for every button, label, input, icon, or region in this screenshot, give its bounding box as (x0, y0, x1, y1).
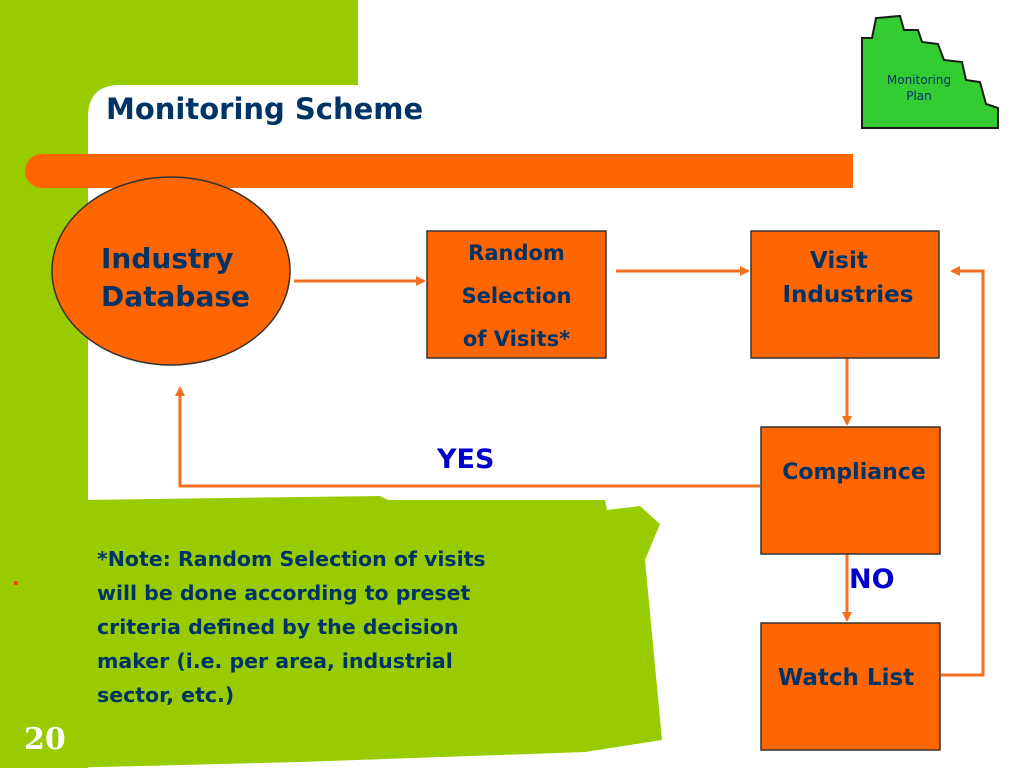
note-line4: maker (i.e. per area, industrial (97, 649, 453, 673)
arrow-watchlist-to-visit (941, 266, 985, 677)
green-note-panel (60, 496, 662, 768)
compliance-label: Compliance (782, 460, 926, 485)
bullet-dot: . (12, 566, 20, 590)
tab-label-line1: Monitoring (886, 73, 952, 87)
industry-database-node (51, 176, 291, 366)
random-selection-label: Random Selection of Visits* (427, 228, 606, 365)
note-line3: criteria defined by the decision (97, 615, 459, 639)
watch-list-node (760, 622, 941, 751)
random-selection-node (426, 230, 607, 359)
compliance-node (760, 426, 941, 555)
industry-database-line2: Database (101, 280, 251, 313)
slide-number: 20 (24, 722, 66, 757)
note-line5: sector, etc.) (97, 683, 235, 707)
monitoring-plan-tab-label: Monitoring Plan (870, 72, 968, 104)
visit-industries-node (750, 230, 940, 359)
monitoring-plan-tab-shape (861, 14, 999, 129)
tab-label-line2: Plan (906, 89, 932, 103)
yes-edge-label: YES (437, 444, 495, 475)
random-selection-line2: Selection (461, 284, 572, 308)
industry-database-label: Industry Database (101, 240, 250, 316)
orange-header-bar (25, 154, 853, 188)
arrow-compliance-yes-to-database (175, 386, 760, 488)
visit-industries-label: Visit Industries (764, 244, 932, 312)
random-selection-line1: Random (468, 241, 565, 265)
visit-industries-line1: Visit (810, 248, 868, 274)
no-edge-label: NO (849, 564, 895, 595)
visit-industries-line2: Industries (782, 282, 914, 308)
page-title: Monitoring Scheme (106, 92, 424, 126)
note-line2: will be done according to preset (97, 581, 471, 605)
green-left-strip (0, 490, 88, 768)
industry-database-line1: Industry (101, 242, 234, 275)
note-line1: *Note: Random Selection of visits (97, 547, 486, 571)
note-text: *Note: Random Selection of visits will b… (97, 542, 587, 712)
watch-list-label: Watch List (777, 665, 915, 691)
random-selection-line3: of Visits* (462, 327, 571, 351)
